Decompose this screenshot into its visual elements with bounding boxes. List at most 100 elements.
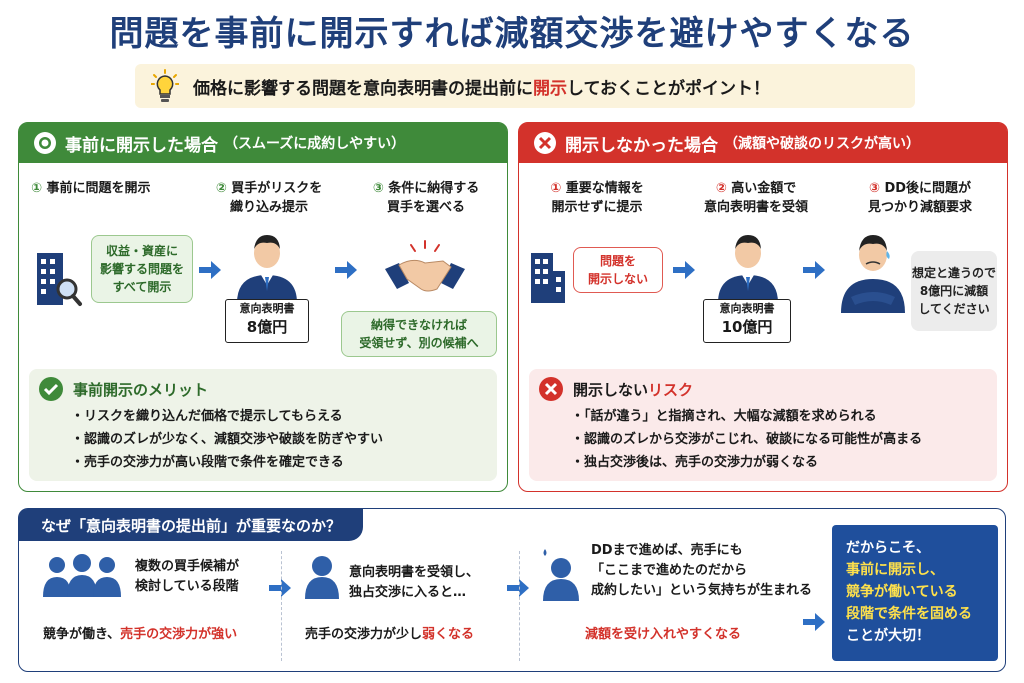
building-search-icon bbox=[37, 253, 82, 306]
arrow-right-icon bbox=[199, 261, 221, 279]
undisclosed-header-title: 開示しなかった場合 bbox=[565, 135, 718, 156]
step-line1: 買手がリスクを bbox=[231, 181, 323, 196]
risk-title-highlight: リスク bbox=[648, 380, 694, 399]
step-num: ② bbox=[715, 181, 727, 196]
undisclosed-header-sub: （減額や破談のリスクが高い） bbox=[724, 136, 920, 152]
step-num: ② bbox=[215, 181, 227, 196]
step-line2: 開示せずに提示 bbox=[551, 200, 643, 215]
disclosed-step-3: ③ 条件に納得する買手を選べる bbox=[351, 179, 501, 217]
undisclosed-panel: 開示しなかった場合 （減額や破談のリスクが高い） ① 重要な情報を開示せずに提示… bbox=[518, 122, 1008, 492]
divider bbox=[281, 551, 282, 661]
why-line: 独占交渉に入ると… bbox=[349, 585, 467, 600]
why-col-2-text: 意向表明書を受領し、独占交渉に入ると… bbox=[349, 563, 479, 603]
divider bbox=[519, 551, 520, 661]
why-foot-highlight: 弱くなる bbox=[422, 627, 475, 642]
arrow-right-icon bbox=[335, 261, 357, 279]
buyer-person-icon bbox=[237, 235, 297, 303]
tip-text-pre: 価格に影響する問題を意向表明書の提出前に bbox=[193, 78, 533, 99]
step-num: ③ bbox=[868, 181, 880, 196]
why-line: 検討している段階 bbox=[135, 579, 239, 594]
building-icon bbox=[531, 253, 565, 303]
undisclosed-bubble-1: 問題を開示しない bbox=[573, 247, 663, 293]
check-circle-icon bbox=[39, 377, 63, 401]
disclosed-step-1: ① 事前に問題を開示 bbox=[31, 179, 181, 198]
why-col-1-text: 複数の買手候補が検討している段階 bbox=[135, 557, 239, 597]
undisclosed-step-1: ① 重要な情報を開示せずに提示 bbox=[527, 179, 667, 217]
page-title: 問題を事前に開示すれば減額交渉を避けやすくなる bbox=[109, 14, 915, 54]
bubble-line: 納得できなければ bbox=[370, 318, 467, 332]
step-line1: 条件に納得する bbox=[388, 181, 480, 196]
arrow-right-icon bbox=[269, 579, 291, 597]
step-line2: 意向表明書を受領 bbox=[703, 200, 808, 215]
why-line: 成約したい」という気持ちが生まれる bbox=[591, 583, 813, 598]
disclosed-header-title: 事前に開示した場合 bbox=[65, 135, 218, 156]
why-foot-pre: 売手の交渉力が少し bbox=[305, 627, 423, 642]
disclosed-header-sub: （スムーズに成約しやすい） bbox=[224, 136, 406, 152]
bubble-line: 想定と違うので bbox=[911, 266, 996, 280]
tip-text: 価格に影響する問題を意向表明書の提出前に開示しておくことがポイント！ bbox=[193, 74, 770, 99]
step-line1: 重要な情報を bbox=[565, 181, 644, 196]
sweating-person-icon bbox=[543, 549, 579, 601]
why-line: DDまで進めば、売手にも bbox=[591, 543, 743, 558]
undisclosed-step-3: ③ DD後に問題が見つかり減額要求 bbox=[845, 179, 995, 217]
merit-title-text: 事前開示のメリット bbox=[73, 380, 209, 399]
bubble-line: 受領せず、別の候補へ bbox=[359, 336, 479, 350]
risk-item: 「話が違う」と指摘され、大幅な減額を求められる bbox=[571, 405, 922, 428]
disclosed-panel: 事前に開示した場合 （スムーズに成約しやすい） ① 事前に問題を開示 ② 買手が… bbox=[18, 122, 508, 492]
why-line: 「ここまで進めたのだから bbox=[591, 563, 748, 578]
circle-check-icon bbox=[34, 132, 56, 154]
arrow-right-icon bbox=[673, 261, 695, 279]
disclosed-step-2: ② 買手がリスクを織り込み提示 bbox=[199, 179, 339, 217]
step-line2: 買手を選べる bbox=[386, 200, 465, 215]
step-num: ① bbox=[31, 181, 43, 196]
arrow-right-icon bbox=[803, 261, 825, 279]
merit-item: 認識のズレが少なく、減額交渉や破談を防ぎやすい bbox=[71, 428, 383, 451]
why-col-3-text: DDまで進めば、売手にも「ここまで進めたのだから成約したい」という気持ちが生まれ… bbox=[591, 541, 812, 601]
why-foot-pre: 競争が働き、 bbox=[43, 627, 121, 642]
disclosed-bubble-2: 納得できなければ受領せず、別の候補へ bbox=[341, 311, 497, 357]
bubble-line: 収益・資産に bbox=[105, 244, 178, 258]
why-col-2-foot: 売手の交渉力が少し弱くなる bbox=[305, 625, 474, 645]
offer-sign-label: 意向表明書 bbox=[239, 302, 295, 315]
step-line2: 織り込み提示 bbox=[229, 200, 308, 215]
merit-item: リスクを織り込んだ価格で提示してもらえる bbox=[71, 405, 383, 428]
handshake-icon bbox=[385, 240, 465, 292]
risk-title-pre: 開示しない bbox=[573, 380, 649, 399]
step-line1: 高い金額で bbox=[731, 181, 797, 196]
merit-list: リスクを織り込んだ価格で提示してもらえる 認識のズレが少なく、減額交渉や破談を防… bbox=[71, 405, 383, 474]
lightbulb-icon bbox=[151, 69, 179, 102]
why-line: 意向表明書を受領し、 bbox=[349, 565, 480, 580]
risk-item: 認識のズレから交渉がこじれ、破談になる可能性が高まる bbox=[571, 428, 922, 451]
undisclosed-offer-sign: 意向表明書 10億円 bbox=[703, 299, 791, 343]
worried-buyer-icon bbox=[841, 235, 905, 313]
conclusion-line: 競争が働いている bbox=[846, 584, 958, 600]
risk-list: 「話が違う」と指摘され、大幅な減額を求められる 認識のズレから交渉がこじれ、破談… bbox=[571, 405, 922, 474]
bubble-line: すべて開示 bbox=[112, 280, 172, 294]
undisclosed-header: 開示しなかった場合 （減額や破談のリスクが高い） bbox=[519, 123, 1007, 163]
merit-item: 売手の交渉力が高い段階で条件を確定できる bbox=[71, 451, 383, 474]
offer-sign-amount: 8億円 bbox=[246, 318, 288, 336]
undisclosed-step-2: ② 高い金額で意向表明書を受領 bbox=[681, 179, 831, 217]
why-section: なぜ「意向表明書の提出前」が重要なのか？ 複数の買手候補が検討している段階 競争… bbox=[18, 508, 1006, 672]
step-line1: DD後に問題が bbox=[884, 181, 972, 196]
why-line: 複数の買手候補が bbox=[135, 559, 240, 574]
merit-box: 事前開示のメリット リスクを織り込んだ価格で提示してもらえる 認識のズレが少なく… bbox=[29, 369, 497, 481]
disclosed-bubble-1: 収益・資産に影響する問題をすべて開示 bbox=[91, 235, 193, 303]
offer-sign-label: 意向表明書 bbox=[719, 302, 775, 315]
arrow-right-icon bbox=[507, 579, 529, 597]
why-header: なぜ「意向表明書の提出前」が重要なのか？ bbox=[19, 509, 364, 541]
tip-text-post: しておくことがポイント！ bbox=[567, 78, 770, 99]
circle-x-icon bbox=[534, 132, 556, 154]
conclusion-line: 事前に開示し、 bbox=[846, 562, 944, 578]
step-num: ① bbox=[550, 181, 562, 196]
bubble-line: してください bbox=[918, 302, 990, 316]
step-line2: 見つかり減額要求 bbox=[867, 200, 972, 215]
step-num: ③ bbox=[372, 181, 384, 196]
group-icon bbox=[43, 554, 121, 597]
bubble-line: 開示しない bbox=[587, 272, 648, 286]
x-circle-icon bbox=[539, 377, 563, 401]
bubble-line: 8億円に減額 bbox=[919, 284, 989, 298]
offer-sign-amount: 10億円 bbox=[721, 318, 773, 336]
person-icon bbox=[305, 556, 339, 599]
